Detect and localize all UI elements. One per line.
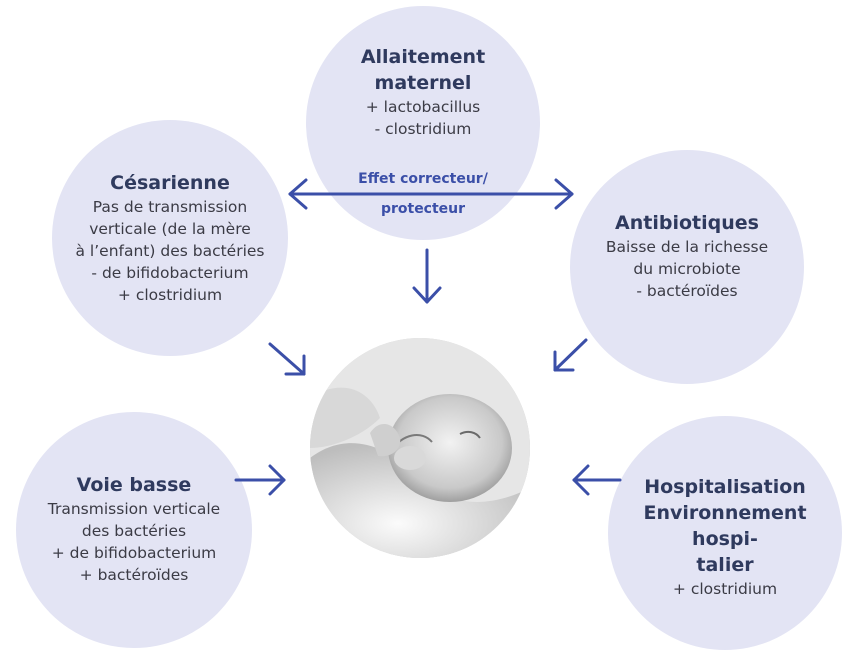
arrow-down-icon	[412, 248, 442, 304]
arrow-left-icon	[572, 464, 622, 496]
cesarean-title: Césarienne	[110, 172, 230, 194]
cesarean-text-line5: + clostridium	[117, 286, 223, 304]
vaginal-birth-text-line1: Transmission verticale	[47, 500, 221, 518]
hospitalization-title-line3: talier	[696, 554, 754, 576]
hospitalization-title-line1: Hospitalisation	[644, 476, 806, 498]
vaginal-birth-text-line3: + de bifidobacterium	[51, 544, 217, 562]
vaginal-birth-title: Voie basse	[76, 474, 192, 496]
breastfeeding-text-line1: + lactobacillus	[365, 98, 481, 116]
breastfeeding-title-line1: Allaitement	[360, 46, 486, 68]
double-arrow-icon	[288, 178, 574, 210]
newborn-illustration	[310, 338, 530, 558]
arrow-down-right-icon	[268, 342, 306, 376]
corrective-effect-line1: Effet correcteur/	[358, 171, 488, 187]
antibiotics-title: Antibiotiques	[615, 212, 759, 234]
breastfeeding-bubble: Allaitement maternel + lactobacillus - c…	[306, 6, 540, 240]
hospitalization-title-line2: Environnement hospi-	[643, 502, 807, 550]
vaginal-birth-bubble: Voie basse Transmission verticale des ba…	[16, 412, 252, 648]
arrow-down-left-icon	[553, 338, 588, 372]
arrow-right-icon	[234, 464, 286, 496]
cesarean-bubble: Césarienne Pas de transmission verticale…	[52, 120, 288, 356]
newborn-photo	[310, 338, 530, 558]
antibiotics-text-line2: du microbiote	[633, 260, 741, 278]
hospitalization-bubble: Hospitalisation Environnement hospi- tal…	[608, 416, 842, 650]
cesarean-text-line1: Pas de transmission	[92, 198, 248, 216]
antibiotics-bubble: Antibiotiques Baisse de la richesse du m…	[570, 150, 804, 384]
cesarean-text-line2: verticale (de la mère	[89, 220, 251, 238]
vaginal-birth-text-line4: + bactéroïdes	[79, 566, 189, 584]
cesarean-text-line4: - de bifidobacterium	[91, 264, 249, 282]
corrective-effect-line2: protecteur	[380, 201, 466, 217]
antibiotics-text-line3: - bactéroïdes	[636, 282, 738, 300]
antibiotics-text-line1: Baisse de la richesse	[605, 238, 769, 256]
breastfeeding-title-line2: maternel	[374, 72, 472, 94]
corrective-effect-label: Effet correcteur/ protecteur	[330, 164, 516, 224]
cesarean-text-line3: à l’enfant) des bactéries	[75, 242, 265, 260]
vaginal-birth-text-line2: des bactéries	[81, 522, 187, 540]
hospitalization-text-line1: + clostridium	[672, 580, 778, 598]
breastfeeding-text-line2: - clostridium	[374, 120, 472, 138]
